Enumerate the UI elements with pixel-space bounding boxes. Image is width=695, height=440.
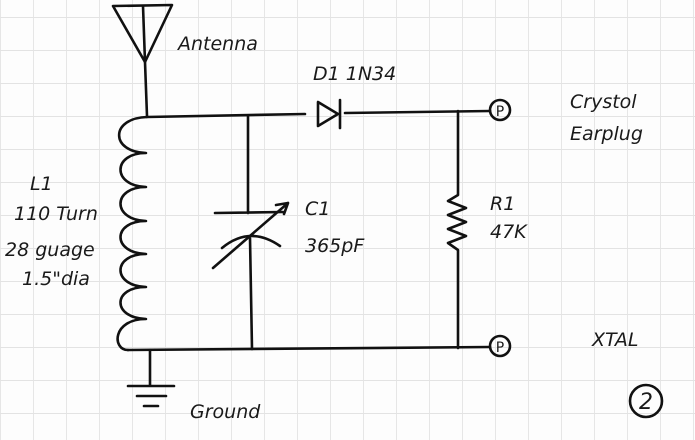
diode-label: D1 1N34	[313, 63, 396, 85]
terminal-top-label: P	[496, 104, 504, 120]
variable-capacitor	[211, 114, 290, 351]
coil-wire-label: 28 guage	[5, 239, 95, 261]
terminal-bottom: P	[488, 334, 512, 358]
antenna-label: Antenna	[176, 33, 258, 55]
ground-symbol	[126, 348, 176, 408]
capacitor-name-label: C1	[305, 198, 330, 220]
antenna-symbol	[111, 3, 174, 118]
bottom-wire	[126, 345, 492, 352]
xtal-label: XTAL	[591, 329, 638, 351]
inductor-coil	[116, 115, 149, 352]
resistor-symbol	[446, 109, 468, 350]
earplug-label-line1: Crystol	[570, 91, 637, 113]
top-wire	[145, 109, 492, 119]
resistor-value-label: 47K	[490, 221, 528, 243]
figure-number: 2	[639, 390, 653, 415]
coil-turns-label: 110 Turn	[14, 203, 98, 225]
earplug-label-line2: Earplug	[570, 123, 643, 145]
coil-diameter-label: 1.5"dia	[22, 268, 90, 290]
capacitor-value-label: 365pF	[305, 235, 365, 257]
resistor-name-label: R1	[490, 193, 515, 215]
terminal-bottom-label: P	[496, 340, 504, 356]
coil-name-label: L1	[30, 173, 53, 195]
terminal-top: P	[488, 98, 512, 122]
diode-symbol	[316, 98, 342, 130]
figure-number-circle	[628, 383, 664, 419]
ground-label: Ground	[190, 401, 261, 423]
